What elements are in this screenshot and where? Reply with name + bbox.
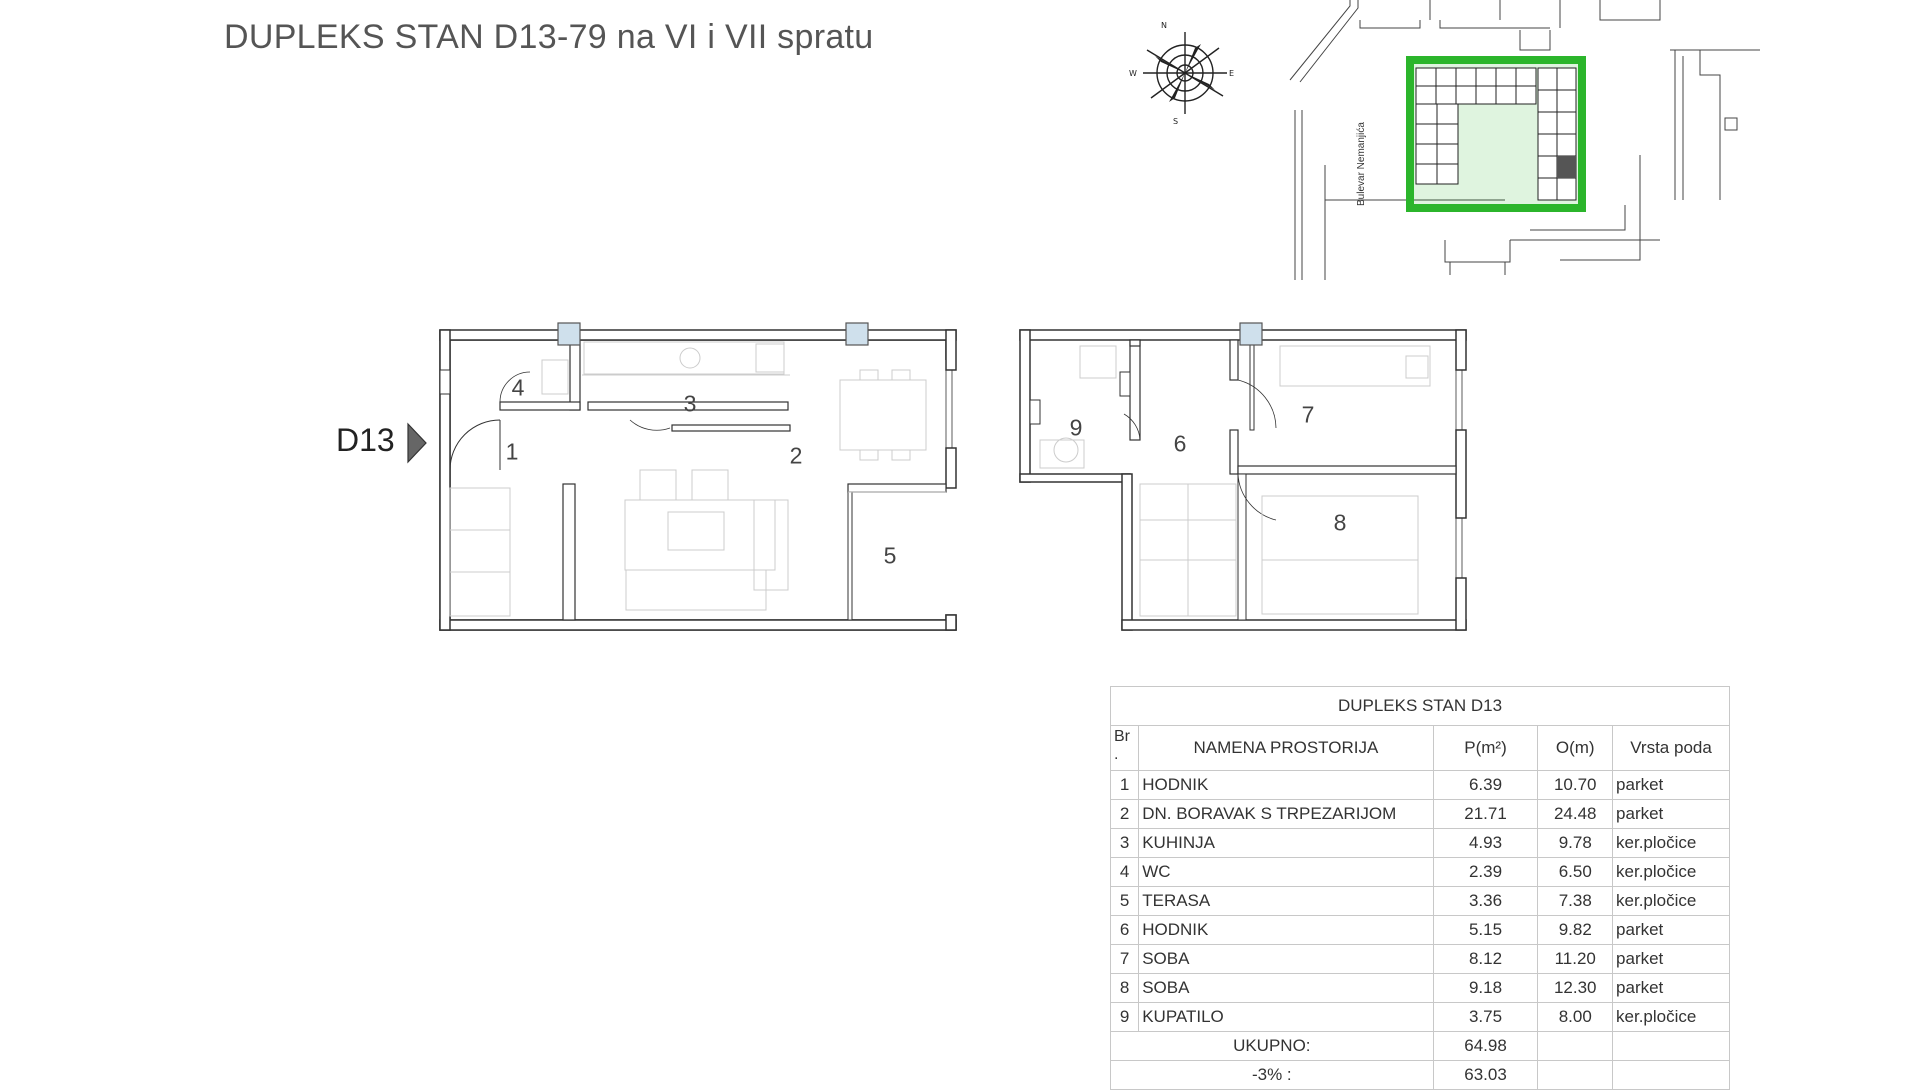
room-label: 1 [505,438,519,465]
row-floor: ker.pločice [1612,857,1730,887]
row-floor: parket [1612,973,1730,1003]
row-name: KUHINJA [1138,828,1434,858]
total-empty [1537,1031,1614,1061]
row-br: 3 [1109,828,1140,858]
row-floor: ker.pločice [1612,1002,1730,1032]
row-area: 21.71 [1432,799,1539,829]
row-br: 5 [1109,886,1140,916]
table-header-row: Br. NAMENA PROSTORIJA P(m²) O(m) Vrsta p… [1109,725,1730,771]
header-floor: Vrsta poda [1612,725,1730,771]
row-name: WC [1138,857,1434,887]
row-br: 1 [1109,770,1140,800]
room-label: 7 [1301,401,1315,428]
row-area: 5.15 [1432,915,1539,945]
header-area: P(m²) [1432,725,1539,771]
site-plan: Bulevar Nemanjića [1289,0,1760,280]
row-perimeter: 6.50 [1537,857,1614,887]
row-br: 4 [1109,857,1140,887]
table-row: 7 SOBA 8.12 11.20 parket [1109,944,1730,974]
table-row: 2 DN. BORAVAK S TRPEZARIJOM 21.71 24.48 … [1109,799,1730,829]
table-row: 5 TERASA 3.36 7.38 ker.pločice [1109,886,1730,916]
svg-text:S: S [1173,117,1178,126]
svg-text:W: W [1129,69,1137,78]
row-br: 9 [1109,1002,1140,1032]
row-perimeter: 9.78 [1537,828,1614,858]
row-area: 8.12 [1432,944,1539,974]
row-area: 3.75 [1432,1002,1539,1032]
header-perimeter: O(m) [1537,725,1614,771]
row-name: KUPATILO [1138,1002,1434,1032]
reduced-label: -3% : [1110,1060,1434,1090]
row-name: DN. BORAVAK S TRPEZARIJOM [1138,799,1434,829]
room-label: 4 [511,374,525,401]
row-area: 3.36 [1432,886,1539,916]
row-area: 9.18 [1432,973,1539,1003]
room-label: 9 [1069,414,1083,441]
table-row: 4 WC 2.39 6.50 ker.pločice [1109,857,1730,887]
table-row: 8 SOBA 9.18 12.30 parket [1109,973,1730,1003]
room-label: 6 [1173,430,1187,457]
row-perimeter: 9.82 [1537,915,1614,945]
row-name: TERASA [1138,886,1434,916]
row-perimeter: 12.30 [1537,973,1614,1003]
row-br: 7 [1109,944,1140,974]
row-name: SOBA [1138,973,1434,1003]
row-perimeter: 11.20 [1537,944,1614,974]
row-floor: parket [1612,944,1730,974]
row-perimeter: 10.70 [1537,770,1614,800]
table-row: 6 HODNIK 5.15 9.82 parket [1109,915,1730,945]
room-label: 5 [883,542,897,569]
reduced-empty [1537,1060,1614,1090]
reduced-empty [1612,1060,1730,1090]
svg-text:N: N [1161,21,1167,30]
street-label: Bulevar Nemanjića [1356,122,1367,206]
table-row: 3 KUHINJA 4.93 9.78 ker.pločice [1109,828,1730,858]
row-floor: ker.pločice [1612,828,1730,858]
reduced-row: -3% : 63.03 [1110,1060,1730,1090]
header-br: Br. [1109,725,1140,771]
reduced-value: 63.03 [1432,1060,1539,1090]
total-empty [1612,1031,1730,1061]
row-name: SOBA [1138,944,1434,974]
apartment-marker: D13 [336,422,395,458]
total-row: UKUPNO: 64.98 [1110,1031,1730,1061]
row-area: 4.93 [1432,828,1539,858]
row-br: 8 [1109,973,1140,1003]
room-area-table: DUPLEKS STAN D13 Br. NAMENA PROSTORIJA P… [1109,686,1730,1090]
floor-plans [439,322,1467,631]
row-floor: ker.pločice [1612,886,1730,916]
compass-rose-icon: N E S W [1129,21,1234,126]
header-name: NAMENA PROSTORIJA [1138,725,1434,771]
row-name: HODNIK [1138,915,1434,945]
row-floor: parket [1612,799,1730,829]
total-value: 64.98 [1432,1031,1539,1061]
row-name: HODNIK [1138,770,1434,800]
page-title: DUPLEKS STAN D13-79 na VI i VII spratu [224,18,874,56]
room-label: 8 [1333,509,1347,536]
row-floor: parket [1612,915,1730,945]
room-label: 3 [683,390,697,417]
row-perimeter: 8.00 [1537,1002,1614,1032]
row-br: 6 [1109,915,1140,945]
table-row: 1 HODNIK 6.39 10.70 parket [1109,770,1730,800]
table-title: DUPLEKS STAN D13 [1110,686,1730,726]
row-perimeter: 7.38 [1537,886,1614,916]
svg-text:E: E [1229,69,1234,78]
table-row: 9 KUPATILO 3.75 8.00 ker.pločice [1109,1002,1730,1032]
row-area: 6.39 [1432,770,1539,800]
room-label: 2 [789,442,803,469]
row-area: 2.39 [1432,857,1539,887]
row-floor: parket [1612,770,1730,800]
row-br: 2 [1109,799,1140,829]
total-label: UKUPNO: [1110,1031,1434,1061]
entry-arrow-icon [407,422,427,464]
row-perimeter: 24.48 [1537,799,1614,829]
